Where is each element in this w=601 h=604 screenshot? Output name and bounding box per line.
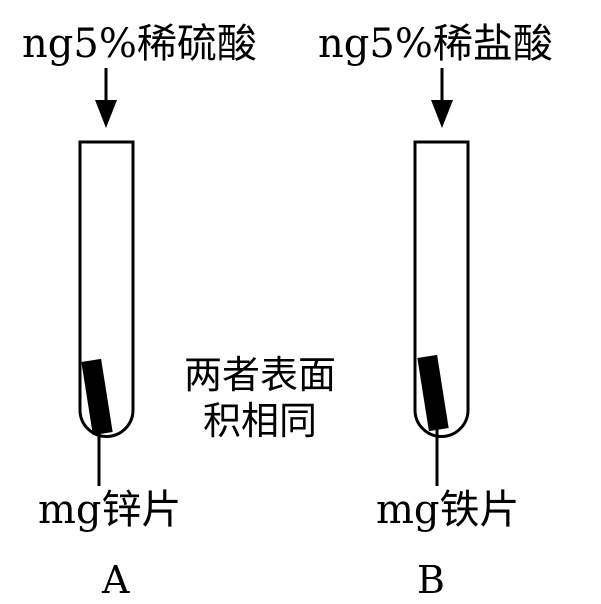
tube-b-metal-label: mg铁片 [376,487,520,533]
tube-a-letter: A [102,558,130,602]
tube-b-arrow-head [431,100,453,128]
tube-a [78,68,135,486]
zinc-strip [81,358,113,436]
tube-b [413,68,470,486]
note-line-1: 两者表面 [184,353,337,397]
tube-b-outline [413,140,470,438]
same-surface-area-note: 两者表面 积相同 [184,352,336,444]
iron-strip [417,354,449,432]
tube-b-letter: B [417,558,445,602]
note-line-2: 积相同 [203,399,318,443]
tube-b-acid-label: ng5%稀盐酸 [318,21,553,67]
tube-a-metal-label: mg锌片 [38,487,182,533]
tube-a-arrow-head [95,100,117,128]
tube-a-acid-label: ng5%稀硫酸 [22,21,257,67]
tube-a-outline [78,140,135,438]
